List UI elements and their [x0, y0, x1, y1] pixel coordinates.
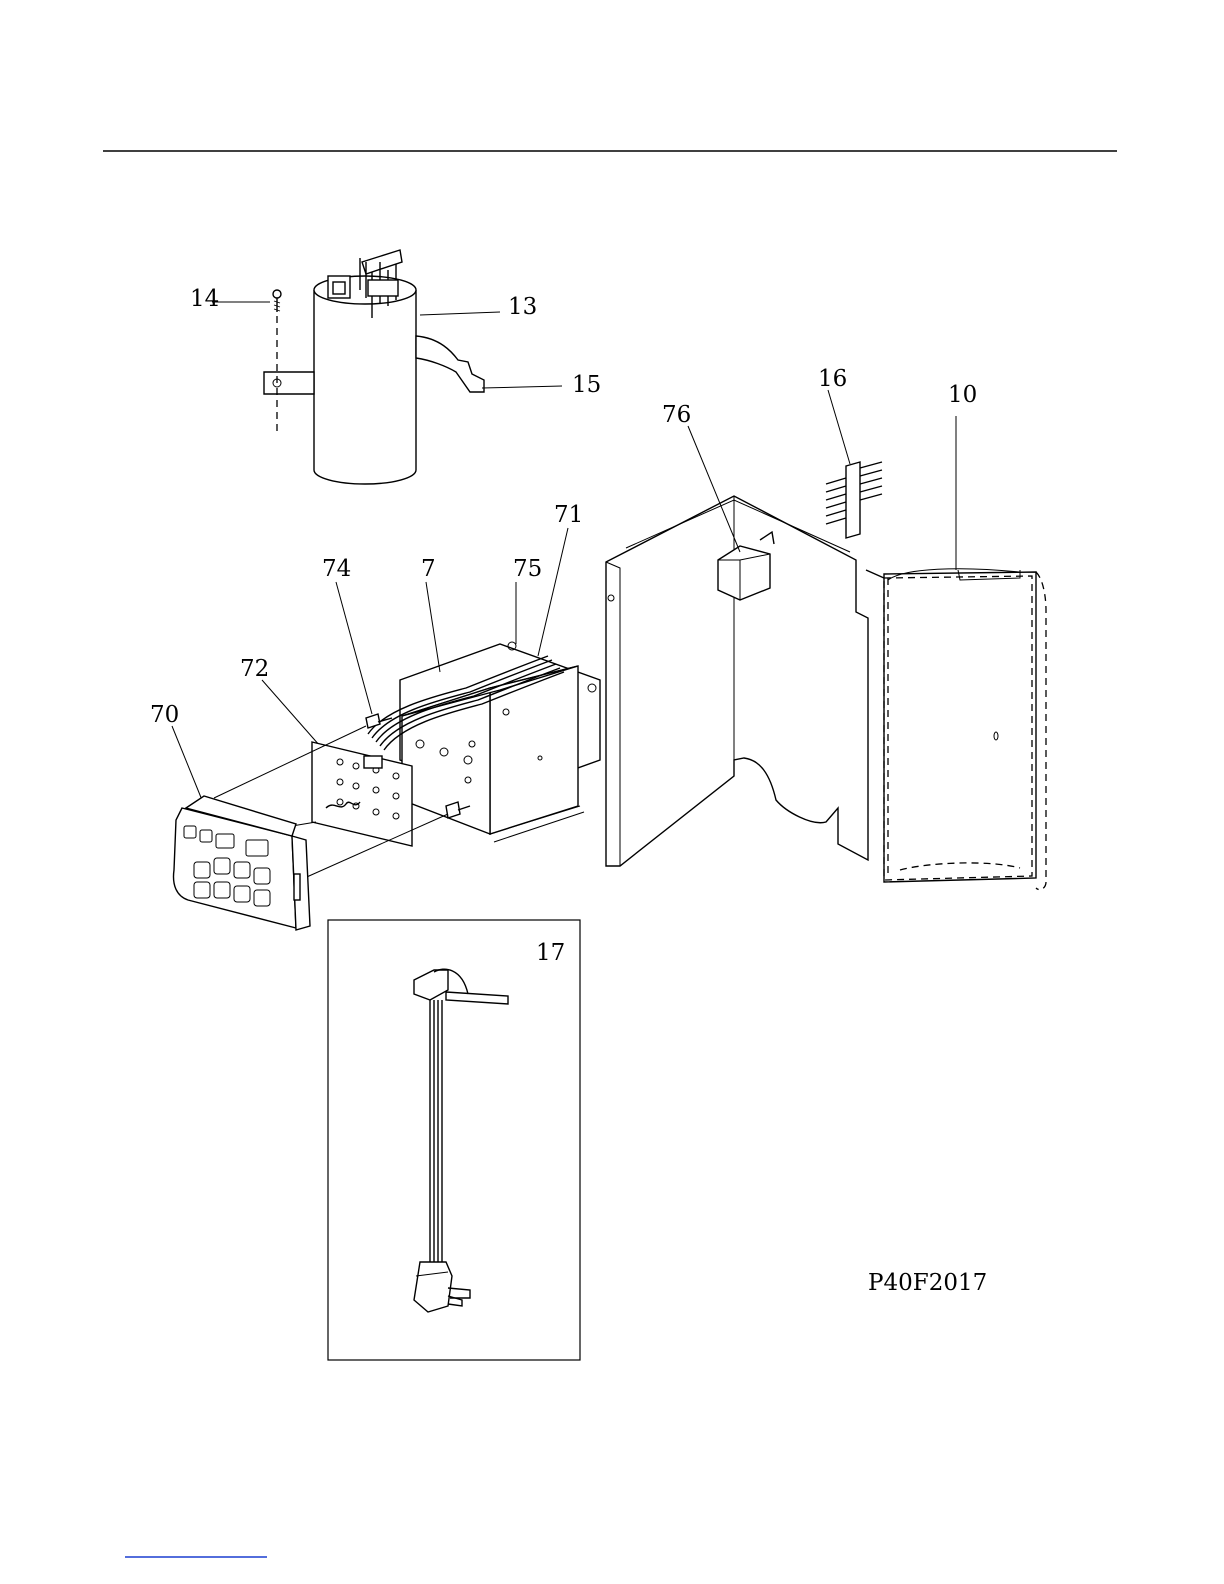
- leader-70: [172, 726, 202, 800]
- leader-74: [336, 582, 372, 714]
- terminal-strip-part-16: [826, 462, 882, 538]
- leader-15: [482, 386, 562, 388]
- leader-13: [420, 312, 500, 315]
- callout-70: 70: [150, 702, 179, 728]
- leader-7: [426, 582, 440, 672]
- callout-71: 71: [554, 502, 583, 528]
- screw-part-14: [273, 290, 281, 436]
- callout-7: 7: [421, 556, 436, 582]
- callout-74: 74: [322, 556, 351, 582]
- control-panel-part-70: [174, 796, 310, 930]
- callout-15: 15: [572, 372, 601, 398]
- callout-13: 13: [508, 294, 537, 320]
- callout-10: 10: [948, 382, 977, 408]
- inset-frame: [328, 920, 580, 1360]
- capacitor-part-13: [264, 250, 484, 484]
- callout-76: 76: [662, 402, 691, 428]
- callout-72: 72: [240, 656, 269, 682]
- callout-75: 75: [513, 556, 542, 582]
- leader-71: [538, 528, 568, 656]
- callout-14: 14: [190, 286, 219, 312]
- drawing-code: P40F2017: [868, 1270, 987, 1296]
- callout-17: 17: [536, 940, 565, 966]
- callout-16: 16: [818, 366, 847, 392]
- cabinet-wrapper-part-10: [866, 569, 1046, 890]
- leader-16: [828, 390, 850, 464]
- cabinet-panel: [606, 496, 868, 866]
- leader-72: [262, 680, 320, 746]
- circuit-board-part-72: [312, 742, 412, 846]
